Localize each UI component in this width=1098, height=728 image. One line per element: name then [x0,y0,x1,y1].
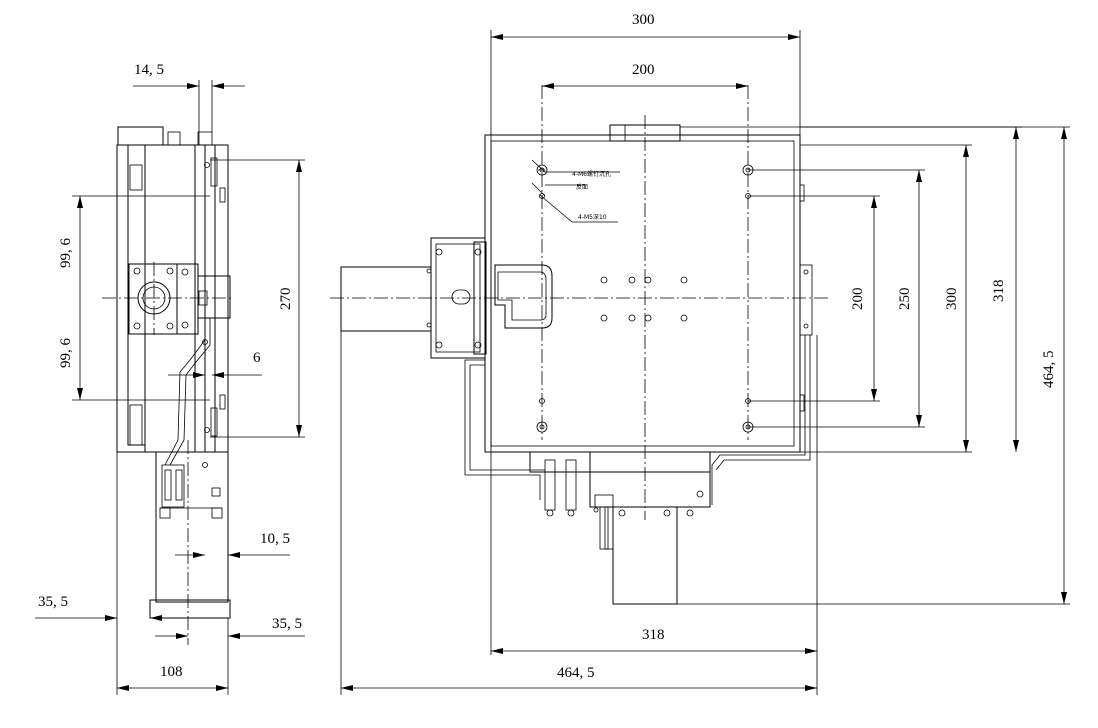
dim-width: 108 [160,664,183,680]
side-view: 14, 5 99, 6 99, 6 270 6 10, 5 [35,62,305,695]
dim-right-margin: 35, 5 [272,616,302,632]
dim-top-inner: 200 [632,62,655,78]
dim-groove: 6 [253,350,261,366]
dim-v-250: 250 [897,288,913,311]
dim-v-300: 300 [944,288,960,311]
dim-v-318: 318 [991,280,1007,303]
dim-v-4645: 464, 5 [1041,351,1057,389]
dim-upper-half: 99, 6 [58,238,74,269]
dim-bottom-4645: 464, 5 [557,665,595,681]
dim-top-offset: 14, 5 [134,62,164,78]
dim-left-margin: 35, 5 [38,594,68,610]
dim-height: 270 [278,288,294,311]
note-thread: 4-M5深10 [578,213,607,221]
dim-bottom-318: 318 [642,627,665,643]
dim-rail-offset: 10, 5 [260,531,290,547]
note-reverse: 反面 [576,183,588,191]
side-body [102,126,232,645]
front-body [330,85,828,605]
dim-lower-half: 99, 6 [58,338,74,369]
side-dimensions: 14, 5 99, 6 99, 6 270 6 10, 5 [35,62,305,695]
dim-top-outer: 300 [632,12,655,28]
note-counterbore: 4-M6螺钉沉孔 [572,170,611,178]
front-dimensions: 300 200 200 250 300 [340,12,1070,695]
front-view: 4-M6螺钉沉孔 反面 4-M5深10 300 200 200 [330,12,1070,695]
dim-v-200: 200 [850,288,866,311]
